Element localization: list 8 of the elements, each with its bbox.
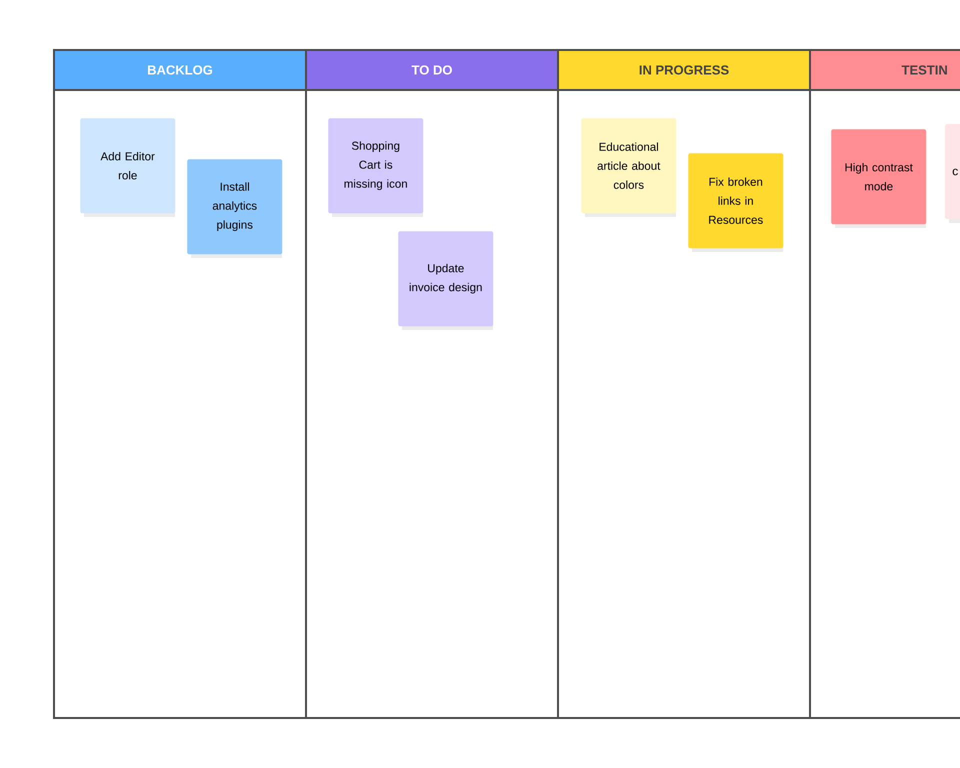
sticky-note: High contrast mode (831, 129, 926, 228)
sticky-note: Add Editor role (80, 118, 176, 217)
sticky-note: c (945, 124, 960, 223)
sticky-note: Shopping Cart is missing icon (328, 118, 424, 217)
sticky-note: Fix broken links in Resources (688, 153, 784, 252)
sticky-note: Educational article about colors (581, 118, 676, 217)
sticky-note: Install analytics plugins (187, 159, 282, 258)
sticky-note: Update invoice design (398, 231, 494, 330)
